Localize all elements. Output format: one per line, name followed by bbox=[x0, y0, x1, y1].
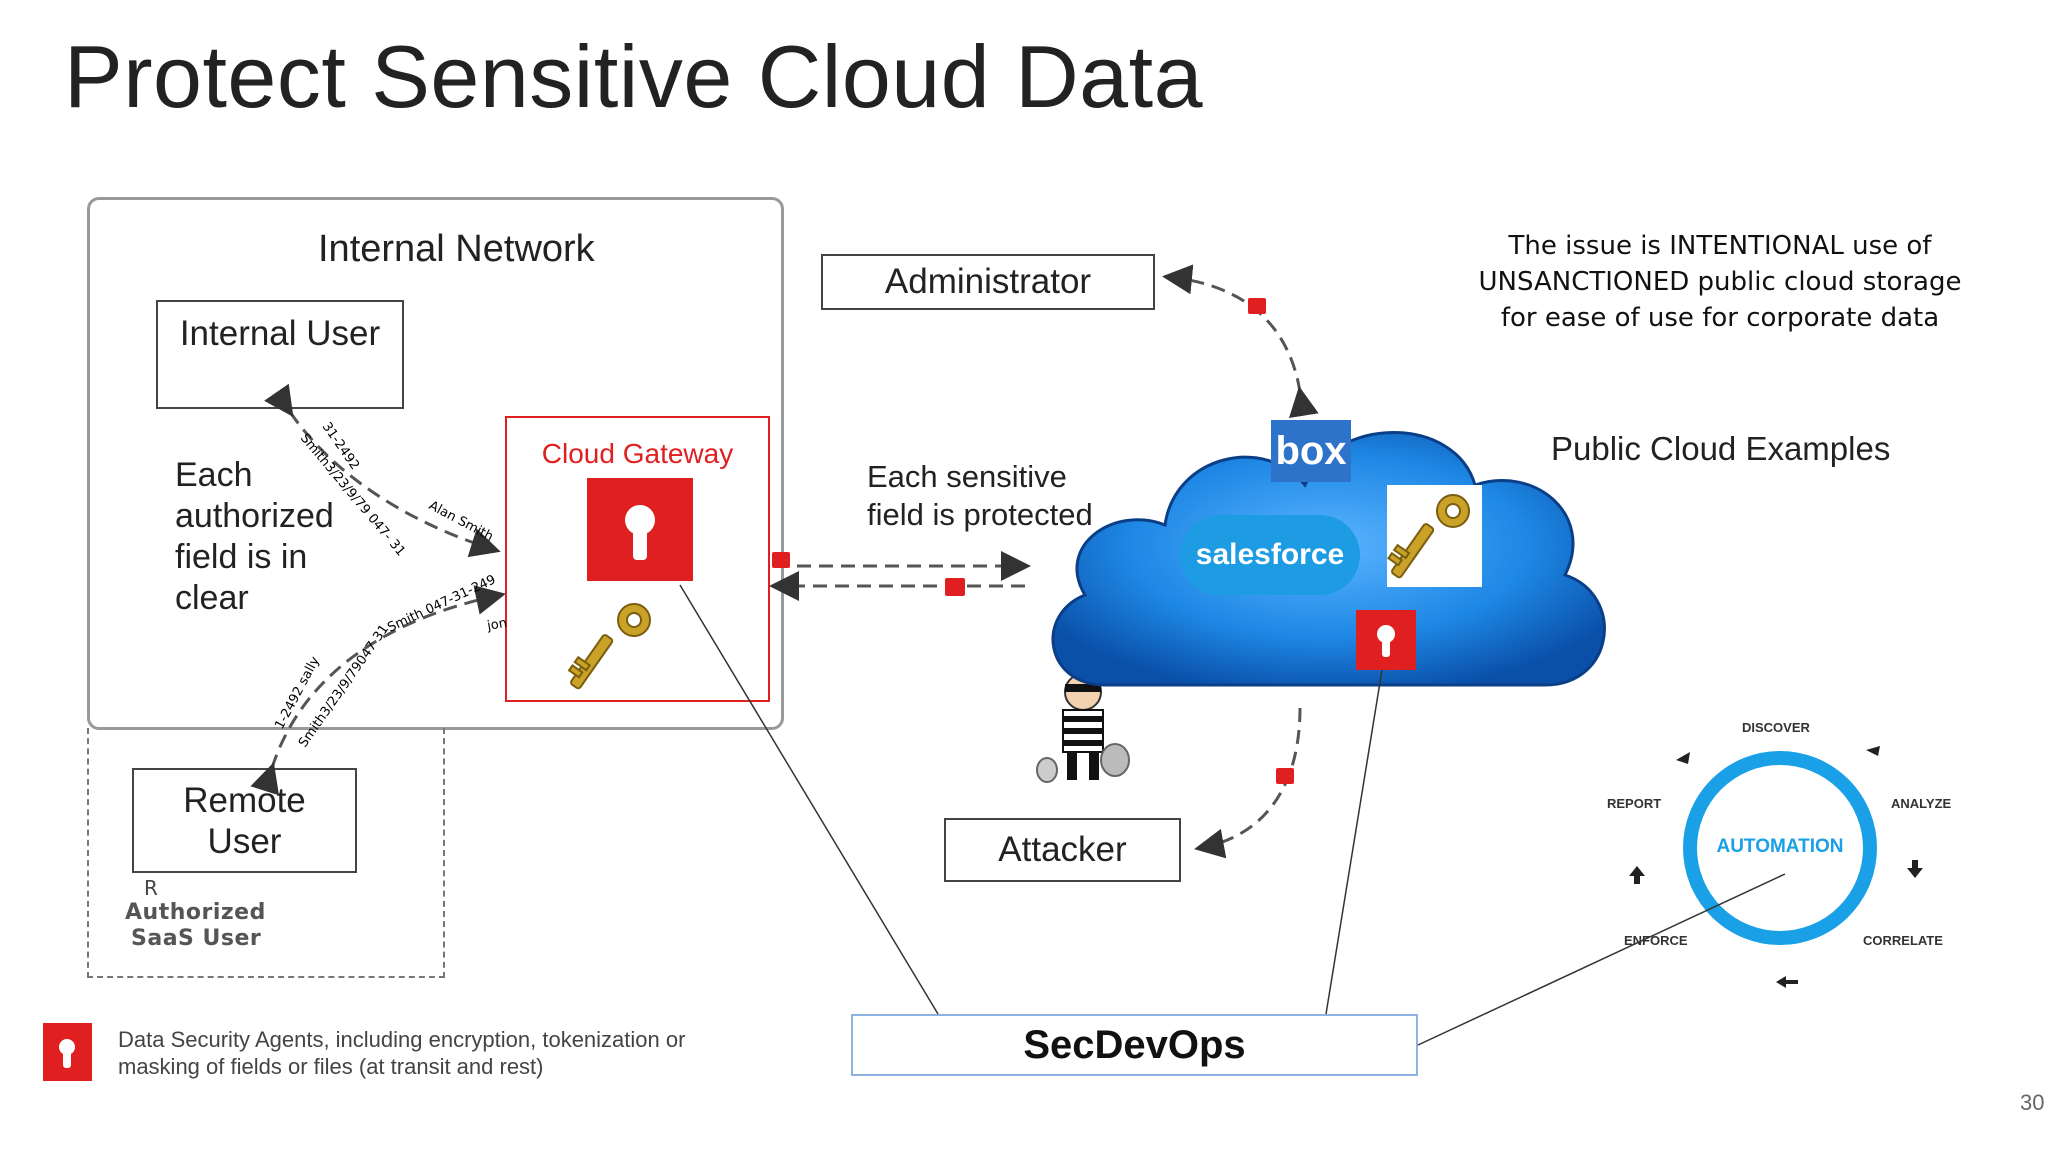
flow-lock-icons bbox=[772, 298, 1294, 784]
stream-remote-2: Smith3/23/9/79047 31 bbox=[296, 622, 392, 750]
connector-automation-secdevops bbox=[1417, 873, 1786, 1046]
salesforce-logo: salesforce bbox=[1180, 515, 1360, 595]
internal-network-title: Internal Network bbox=[318, 228, 595, 270]
cloud-gateway-label: Cloud Gateway bbox=[541, 438, 734, 469]
authorized-line-4: clear bbox=[175, 579, 249, 617]
remote-zone-dashed bbox=[87, 728, 445, 978]
authorized-line-1: Each bbox=[175, 456, 253, 494]
saas-line-2: SaaS User bbox=[131, 926, 262, 951]
sensitive-line-2: field is protected bbox=[867, 497, 1093, 532]
connector-cloud-secdevops bbox=[1325, 669, 1383, 1015]
saas-line-1: Authorized bbox=[125, 900, 266, 925]
step-report: REPORT bbox=[1607, 796, 1662, 811]
gateway-keyhole-icon bbox=[587, 478, 693, 581]
issue-note: The issue is INTENTIONAL use of UNSANCTI… bbox=[1460, 228, 1980, 336]
legend-keyhole-icon bbox=[43, 1023, 92, 1081]
cloud-key-icon bbox=[1387, 485, 1482, 587]
stream-remote-3: Smith 047-31-249 bbox=[385, 572, 498, 635]
cloud-keyhole-icon bbox=[1356, 610, 1416, 670]
page-title: Protect Sensitive Cloud Data bbox=[64, 27, 1204, 126]
flow-internal-user bbox=[264, 383, 501, 558]
automation-ring-arrows bbox=[1629, 746, 1923, 988]
step-analyze: ANALYZE bbox=[1891, 796, 1952, 811]
flow-admin-cloud bbox=[1162, 264, 1319, 419]
connector-gateway-secdevops bbox=[679, 584, 939, 1015]
gateway-key-icon bbox=[567, 598, 662, 698]
secdevops-box: SecDevOps bbox=[851, 1014, 1418, 1076]
issue-line-3: for ease of use for corporate data bbox=[1500, 303, 1940, 333]
internal-user-label: Internal User bbox=[179, 314, 381, 353]
automation-center-label: AUTOMATION bbox=[1716, 836, 1844, 857]
attacker-box: Attacker bbox=[944, 818, 1181, 882]
stream-remote-4: jon bbox=[485, 616, 508, 634]
issue-line-1: The issue is INTENTIONAL use of bbox=[1508, 231, 1932, 261]
sensitive-field-text: Each sensitive field is protected bbox=[867, 458, 1093, 534]
legend-line-2: masking of fields or files (at transit a… bbox=[118, 1054, 544, 1079]
public-cloud-title: Public Cloud Examples bbox=[1551, 430, 1891, 467]
attacker-figure-icon bbox=[1035, 670, 1135, 795]
flow-remote-user bbox=[250, 585, 506, 796]
step-correlate: CORRELATE bbox=[1863, 933, 1943, 948]
flow-cloud-attacker bbox=[1194, 707, 1302, 859]
sensitive-line-1: Each sensitive bbox=[867, 459, 1067, 494]
step-enforce: ENFORCE bbox=[1624, 933, 1688, 948]
remote-r-letter: R bbox=[144, 876, 158, 900]
cloud-gateway-box bbox=[505, 416, 770, 702]
step-discover: DISCOVER bbox=[1742, 720, 1810, 735]
box-logo: box bbox=[1271, 420, 1351, 482]
legend-text: Data Security Agents, including encrypti… bbox=[118, 1026, 685, 1080]
issue-line-2: UNSANCTIONED public cloud storage bbox=[1478, 267, 1962, 297]
automation-ring bbox=[1680, 748, 1880, 953]
page-number: 30 bbox=[2020, 1090, 2045, 1115]
administrator-box: Administrator bbox=[821, 254, 1155, 310]
remote-user-line-2: User bbox=[207, 821, 282, 861]
saas-user-label: Authorized SaaS User bbox=[125, 900, 266, 952]
legend-line-1: Data Security Agents, including encrypti… bbox=[118, 1027, 686, 1052]
stream-internal-3: Alan Smith bbox=[426, 498, 495, 544]
